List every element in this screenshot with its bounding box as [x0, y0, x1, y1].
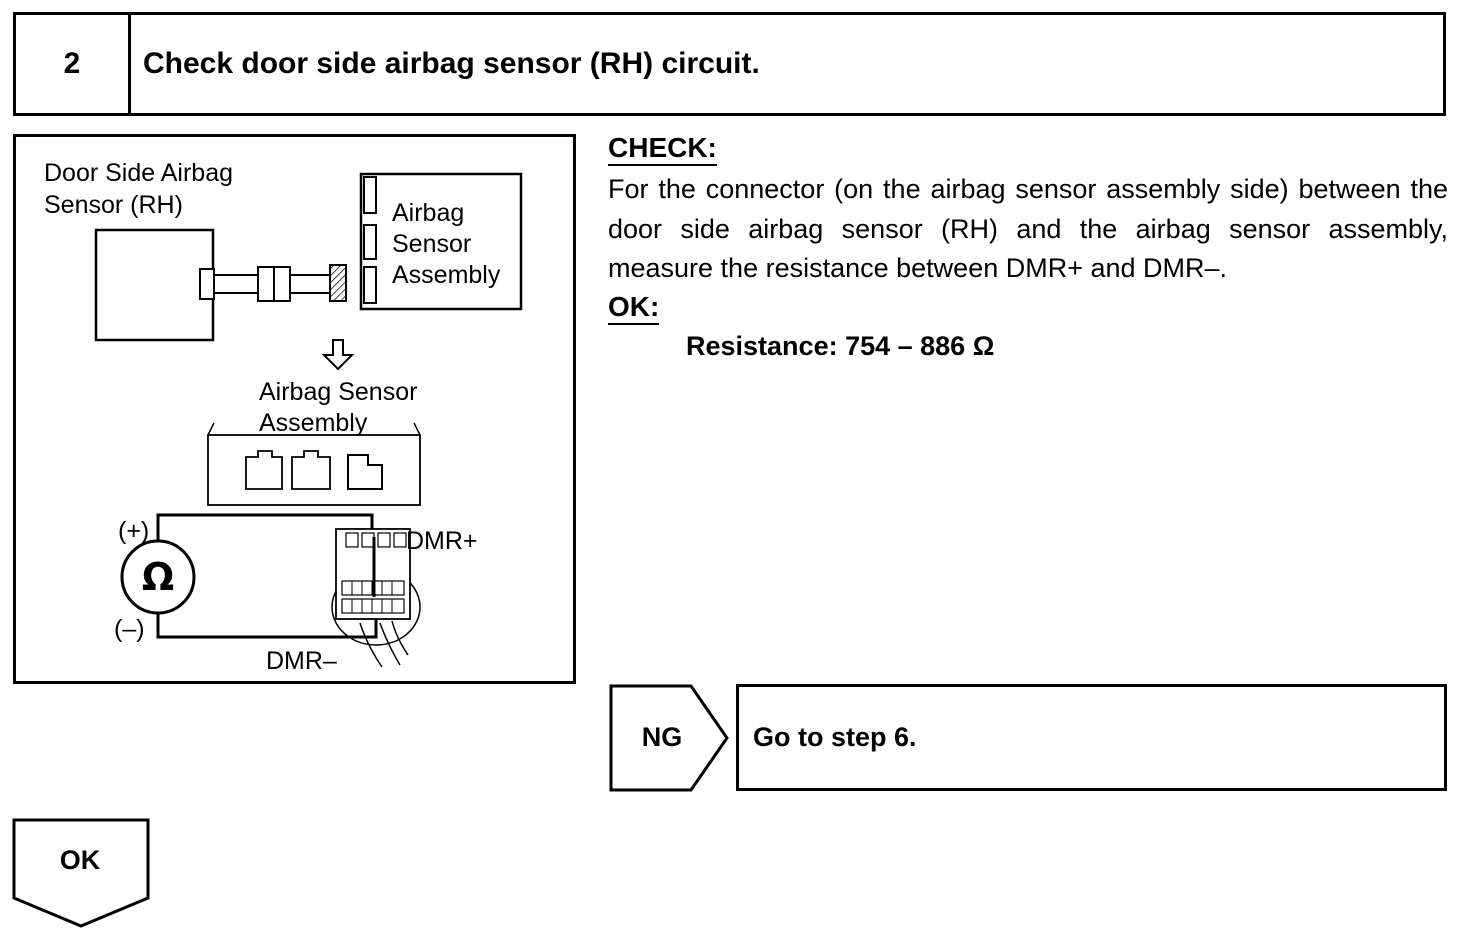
sensor-label-line1: Door Side Airbag: [44, 159, 233, 187]
diagram-graphic: Door Side Airbag Sensor (RH) Airbag Sens…: [44, 159, 523, 675]
sensor-connector: [199, 268, 215, 300]
step-title: Check door side airbag sensor (RH) circu…: [143, 47, 760, 80]
assembly-label-line3: Assembly: [392, 261, 501, 289]
assembly-label-line2: Sensor: [392, 230, 471, 258]
step-number: 2: [16, 15, 131, 113]
ohmmeter-icon: [120, 539, 196, 615]
ng-action-text: Go to step 6.: [753, 722, 917, 752]
airbag-sensor-assembly-box: [359, 172, 523, 311]
check-text: For the connector (on the airbag sensor …: [608, 174, 1448, 283]
connector-slot-2: [291, 450, 331, 490]
resistance-spec: Resistance: 754 – 886 Ω: [686, 330, 995, 361]
hatched-connector: [329, 264, 347, 302]
step-header: 2 Check door side airbag sensor (RH) cir…: [13, 12, 1446, 116]
minus-label: (–): [114, 615, 145, 643]
check-instructions: CHECK: For the connector (on the airbag …: [608, 132, 1448, 362]
sensor-label-line2: Sensor (RH): [44, 191, 183, 219]
probe-connector-illustration: [331, 528, 421, 668]
dmr-plus-label: DMR+: [406, 527, 478, 555]
plus-label: (+): [118, 517, 149, 545]
lead-minus-wire: [156, 611, 378, 639]
assembly-label-line1: Airbag: [392, 199, 464, 227]
down-arrow-icon: [321, 339, 355, 371]
ok-heading: OK:: [608, 291, 660, 325]
wiring-diagram: Door Side Airbag Sensor (RH) Airbag Sens…: [13, 134, 576, 684]
ohm-symbol: Ω: [142, 555, 174, 599]
ng-label: NG: [641, 721, 683, 752]
ng-arrow-shape: [609, 684, 729, 792]
lower-label-line1: Airbag Sensor: [259, 378, 417, 406]
ok-label: OK: [59, 844, 101, 875]
harness-plug-b: [273, 266, 291, 302]
harness-plug-a: [257, 266, 275, 302]
connector-slot-1: [245, 450, 283, 490]
door-sensor-box: [94, 228, 215, 342]
ok-arrow-shape: [12, 818, 150, 928]
lower-label-line2: Assembly: [259, 409, 368, 437]
check-heading: CHECK:: [608, 132, 717, 166]
ng-action-box: Go to step 6.: [736, 684, 1447, 791]
dmr-minus-label: DMR–: [266, 647, 337, 675]
connector-face: [207, 434, 421, 506]
connector-slot-3: [347, 454, 383, 490]
